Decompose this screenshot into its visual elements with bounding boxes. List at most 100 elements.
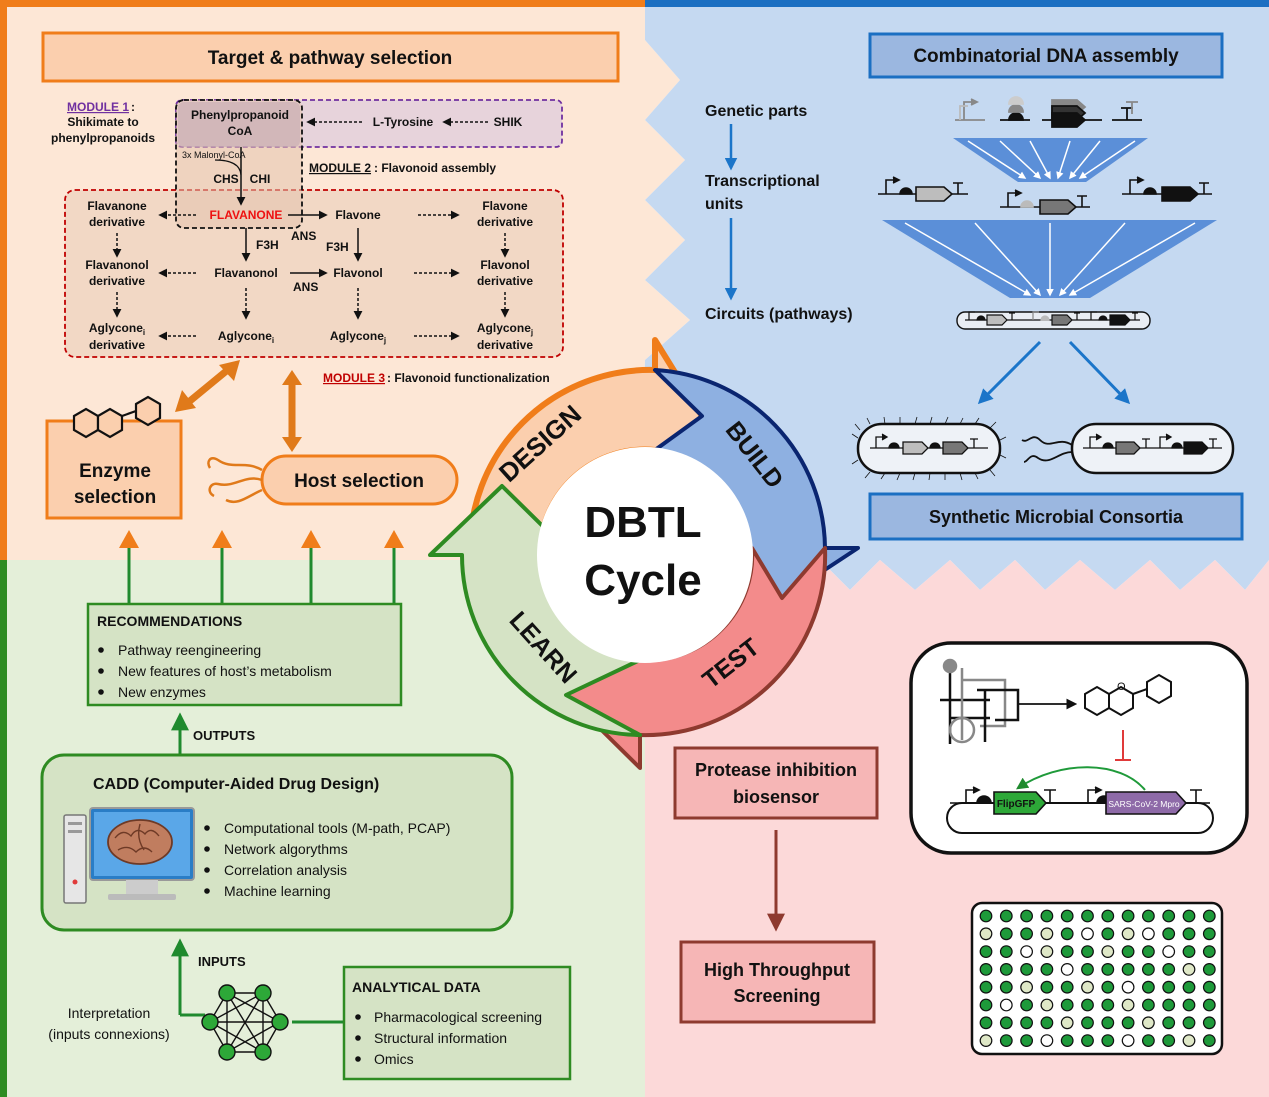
flavonol-deriv-2: derivative [477,274,533,288]
learn-up-arrows [127,548,396,604]
analytical-item: Structural information [374,1030,507,1046]
biosensor-parts [950,786,1210,815]
build-border-top [645,0,1269,7]
combinatorial-title-box [868,32,1224,79]
chi-label: CHI [250,172,271,186]
plate-well [1121,909,1135,923]
plate-well [1182,980,1196,994]
host-arrow-head-up [282,370,302,385]
plate-well [1162,945,1176,958]
plate-well [1202,1016,1216,1030]
cadd-box [40,753,514,932]
analytical-item: Pharmacological screening [374,1009,542,1025]
ans-label-1: ANS [291,229,316,243]
analytical-item: Omics [374,1051,414,1067]
plate-well [1121,1034,1135,1047]
plate-well [979,1034,993,1047]
aglycone-i-label: Aglyconei [218,329,274,345]
plate-well [1121,945,1135,958]
recommendation-item: New features of host’s metabolism [118,663,332,679]
plate-well [1202,998,1216,1012]
flavone-label: Flavone [335,208,381,222]
plate-well [1101,1016,1115,1030]
plate-well [1162,998,1176,1012]
plate-well [1101,1034,1115,1047]
recommendations-list: Pathway reengineering New features of ho… [98,642,332,700]
cycle-center [537,447,753,663]
plate-well [1182,1034,1196,1047]
plate-well [1081,909,1094,923]
plate-well [999,927,1013,941]
cadd-item: Computational tools (M-path, PCAP) [224,820,450,836]
plate-well [1141,1016,1155,1030]
flavanone-deriv-2: derivative [89,215,145,229]
design-border-top [0,0,645,7]
plate-well [1020,998,1033,1012]
assembly-funnel-1 [953,138,1148,182]
plate-well [1202,909,1216,923]
computer-brain-icon [63,807,195,904]
plate-well [1162,909,1176,923]
plate-well [1040,963,1054,976]
flavanonol-label: Flavanonol [214,266,277,280]
biosensor-label-2: biosensor [733,787,819,807]
plate-well [979,927,993,941]
aglycone-j-label: Aglyconej [330,329,386,345]
flipgfp-label: FlipGFP [997,799,1036,810]
funnel2-arrows [904,222,1196,297]
plate-well [1040,980,1054,994]
malonyl-label: 3x Malonyl-CoA [182,150,246,160]
host-arrow-head-down [282,437,302,452]
flavanone-deriv-1: Flavanone [87,199,147,213]
inputs-label: INPUTS [198,954,246,969]
plate-well [1060,1016,1074,1030]
plate-well [1081,998,1094,1012]
plate-well [1060,909,1074,923]
plate-well [979,909,993,923]
aglycone-i-deriv-2: derivative [89,338,145,352]
plate-well [1182,945,1196,958]
combinatorial-title: Combinatorial DNA assembly [913,46,1179,67]
circuits-label: Circuits (pathways) [705,306,853,323]
interpretation-label-2: (inputs connexions) [48,1026,169,1042]
plate-well [1020,980,1033,994]
plate-well [999,963,1013,976]
analytical-data-box [342,965,572,1081]
module3-desc: : Flavonoid functionalization [387,371,550,385]
outputs-label: OUTPUTS [193,728,255,743]
cycle-center-label-1: DBTL [584,498,701,547]
plate-well [1141,963,1155,976]
plate-well [1141,909,1155,923]
plate-well [1060,980,1074,994]
consortia-title-box [868,492,1244,541]
plate-well [1121,980,1135,994]
plate-well [1121,1016,1135,1030]
module3-label: MODULE 3 [323,371,385,385]
plate-well [1020,945,1033,958]
learn-border-left [0,560,7,1097]
shik-label: SHIK [494,115,523,129]
host-label: Host selection [294,471,424,492]
hts-label-2: Screening [733,986,820,1006]
cell-2-icon [1021,422,1235,475]
phenyl-label-2: CoA [228,124,253,138]
plate-well [1202,1034,1216,1047]
plate-well [1020,1034,1033,1047]
plate-well [979,963,993,976]
module1-desc-1: Shikimate to [67,115,138,129]
plate-well [1060,963,1074,976]
plate-well [1182,909,1196,923]
plate-well [1101,909,1115,923]
plate-well [1162,927,1176,941]
recommendations-box [86,602,403,707]
plate-well [999,1034,1013,1047]
phenyl-label-1: Phenylpropanoid [191,108,289,122]
plate-well [1101,980,1115,994]
flavan-inhibitor-icon [1084,673,1172,717]
plate-well [1162,1034,1176,1047]
plate-well [1040,1034,1054,1047]
plate-well [1121,963,1135,976]
flavonol-label: Flavonol [333,266,382,280]
plate-well [1060,927,1074,941]
